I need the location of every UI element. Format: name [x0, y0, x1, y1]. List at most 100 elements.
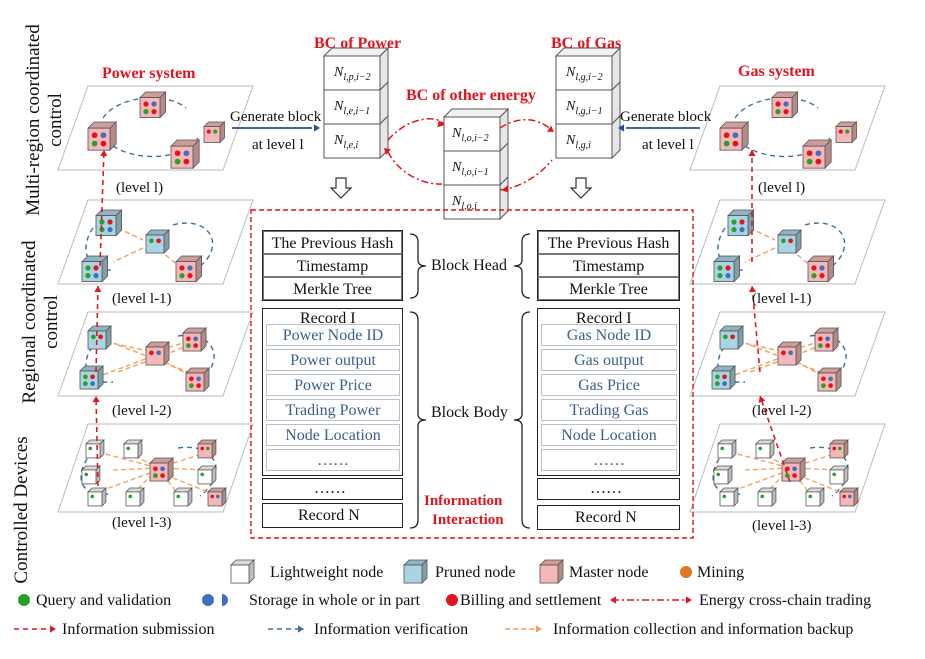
power-l3-cube-3-dot [153, 466, 158, 472]
block-head-label: Block Head [431, 257, 507, 274]
gas-l-cube-2-dot [723, 132, 730, 139]
info-interaction-frame [250, 209, 694, 539]
power-submit-1-head [92, 396, 100, 403]
gas-l3-cube-1-front [717, 443, 733, 459]
gas-l2-cube-3-dot [818, 336, 823, 342]
gas-l3-cube-5 [713, 465, 733, 485]
power-submit-1 [95, 395, 99, 487]
power-l3-cube-4 [197, 439, 217, 459]
brace-head-left [409, 233, 427, 299]
power-l-cube-2-dot [100, 132, 107, 139]
power-l2-cube-2 [145, 341, 171, 367]
legend-pruned-icon-front [403, 564, 423, 584]
legend-verification-head [298, 625, 304, 633]
power-l1-cube-1-dot [107, 227, 113, 233]
power-l3-cube-5-dot [84, 472, 89, 477]
legend-pruned-icon [403, 559, 429, 585]
gas-l2-cube-1 [719, 325, 745, 351]
right-field-0: Gas Node ID [541, 324, 677, 346]
power-l3-cube-4-front [197, 443, 213, 459]
gas-l2-cube-5-dot [821, 383, 826, 388]
gas-submit-3-head [748, 150, 756, 156]
level-l2-left: (level l-2) [112, 403, 172, 419]
legend-cross-chain: Energy cross-chain trading [699, 592, 872, 609]
left-field-3: Trading Power [266, 399, 400, 421]
power-l-cube-4-front [203, 126, 221, 143]
gas-l3-cube-4 [829, 439, 849, 459]
gas-l2-cube-2-front [777, 346, 797, 366]
gas-l-cube-3-dot [815, 150, 822, 157]
gas-l3-cube-2-dot [758, 446, 763, 451]
gas-l2-cube-2-dot [781, 350, 786, 356]
level-l3-right: (level l-3) [752, 518, 812, 534]
legend-master-icon [539, 559, 565, 585]
gas-l1-cube-3 [713, 255, 741, 283]
gas-l1-cube-1 [727, 209, 755, 237]
gas-l2-cube-5-dot [828, 376, 833, 382]
gas-l-cube-4-front [835, 126, 853, 143]
stack-gas-label-0: Nl,g,i−2 [566, 65, 603, 83]
cross-power-other [387, 118, 445, 141]
power-l3-cube-7-front [87, 491, 103, 507]
power-l-cube-2-dot [91, 140, 98, 147]
gas-l3-cube-9-dot [808, 494, 813, 499]
generate-left-arrow-head [314, 124, 320, 132]
stack-gas-block-1 [555, 89, 613, 125]
brace-body-right [513, 311, 531, 529]
power-l-cube-2-dot [100, 140, 107, 147]
cross-other-gas [499, 119, 555, 133]
right-ellipsis: …… [590, 480, 622, 497]
power-l3-cube-2 [123, 439, 143, 459]
gas-l2-cube-5 [817, 367, 843, 393]
legend-lightweight-icon [230, 559, 256, 585]
power-system-title: Power system [102, 65, 196, 82]
gas-l2-verify-1 [717, 339, 746, 383]
level-l1-right: (level l-1) [752, 291, 812, 307]
gas-l2-cube-5-front [817, 372, 837, 392]
gas-l2-cube-5-dot [821, 376, 826, 382]
power-l2-cube-5-dot [196, 376, 201, 382]
gas-l2-cube-3-dot [825, 343, 830, 348]
legend-storage-half [222, 594, 228, 606]
stack-power-block-2 [323, 123, 381, 159]
legend-lightweight-icon-front [230, 564, 250, 584]
power-submit-2-head [94, 286, 102, 293]
stack-power-label-1: Nl,e,i−1 [334, 99, 371, 117]
power-l1-cube-1 [95, 209, 123, 237]
left-field-2: Power Price [266, 374, 400, 396]
info-interaction-2: Interaction [432, 512, 504, 528]
power-l2-cube-4-dot [83, 374, 88, 380]
power-l1-cube-2-dot [149, 238, 154, 244]
power-l-cube-3-dot [174, 158, 181, 165]
power-l2-verify-1 [85, 339, 114, 383]
power-l1-cube-3-front [81, 261, 103, 283]
power-l3-cube-10 [207, 487, 227, 507]
power-l3-cube-6 [197, 465, 217, 485]
gas-l1-cube-1-dot [739, 227, 745, 233]
gas-l3-cube-10-dot [842, 494, 847, 499]
right-head-merkle: Merkle Tree [538, 277, 679, 300]
power-l1-cube-1-dot [107, 219, 113, 225]
legend-query: Query and validation [36, 592, 172, 609]
gas-l-cube-2-dot [732, 132, 739, 139]
gas-l3-collect-0 [729, 451, 791, 469]
stack-other-block-2 [443, 184, 501, 220]
gas-l3-cube-6-dot [832, 472, 837, 477]
stack-gas-label-1: Nl,g,i−1 [566, 99, 603, 117]
power-l3-cube-5-front [81, 469, 97, 485]
power-l3-cube-1-dot [88, 446, 93, 451]
left-head-merkle: Merkle Tree [263, 277, 402, 300]
power-l1-cube-3-dot [85, 265, 91, 271]
power-l3-cube-10-dot [215, 494, 220, 499]
gas-l-cube-4-dot [845, 129, 850, 134]
power-l3-cube-8-dot [128, 494, 133, 499]
power-l2-cube-5-dot [189, 383, 194, 388]
gas-l3-cube-8-front [757, 491, 773, 507]
gas-l3-cube-5-dot [716, 472, 721, 477]
gas-l1-collect-1 [749, 227, 776, 241]
gas-l3-verify-2 [809, 446, 849, 497]
bc-gas-title: BC of Gas [551, 35, 622, 52]
gas-l-cube-3-dot [815, 158, 822, 165]
